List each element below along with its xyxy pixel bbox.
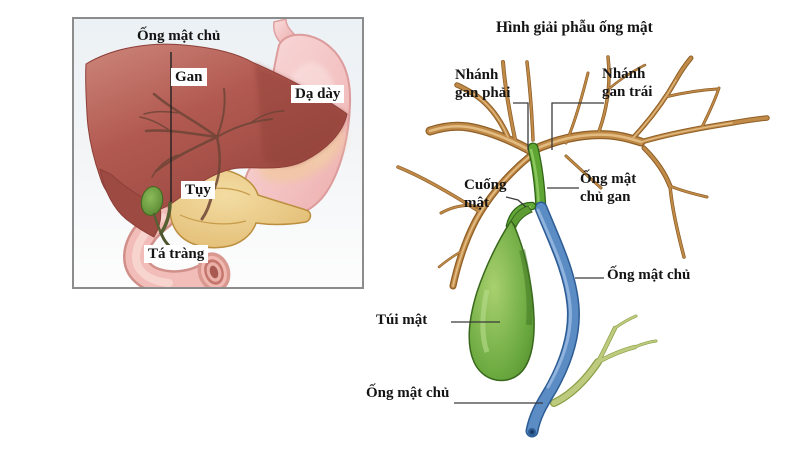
label-pancreas: Tụy (181, 181, 215, 200)
abdominal-overview-panel (72, 17, 364, 289)
common-bile-duct-shape (525, 201, 580, 438)
label-common-hepatic-duct: Ống mật chủ gan (580, 171, 637, 206)
biliary-tree-shape (396, 55, 770, 290)
label-left-hepatic-branch: Nhánh gan trái (602, 66, 653, 101)
common-hepatic-duct-shape (527, 142, 547, 216)
label-common-bile-duct-left: Ống mật chủ (137, 28, 221, 44)
label-gallbladder: Túi mật (376, 312, 428, 328)
label-stomach: Dạ dày (291, 85, 345, 104)
label-common-bile-duct-bottom: Ống mật chủ (366, 385, 450, 401)
label-duodenum: Tá tràng (144, 245, 209, 264)
gallbladder-small-shape (140, 186, 164, 216)
label-right-hepatic-branch: Nhánh gan phải (455, 67, 511, 102)
abdomen-illustration (85, 19, 352, 287)
pancreatic-duct-shape (550, 314, 658, 407)
gallbladder-shape (468, 205, 535, 382)
leader-lines (451, 102, 604, 404)
diagram-title: Hình giải phẫu ống mật (496, 19, 653, 36)
label-common-bile-duct-mid: Ống mật chủ (607, 267, 691, 283)
label-liver: Gan (171, 68, 207, 87)
biliary-tree-illustration (396, 55, 770, 438)
label-cystic-duct: Cuống mật (464, 177, 507, 212)
